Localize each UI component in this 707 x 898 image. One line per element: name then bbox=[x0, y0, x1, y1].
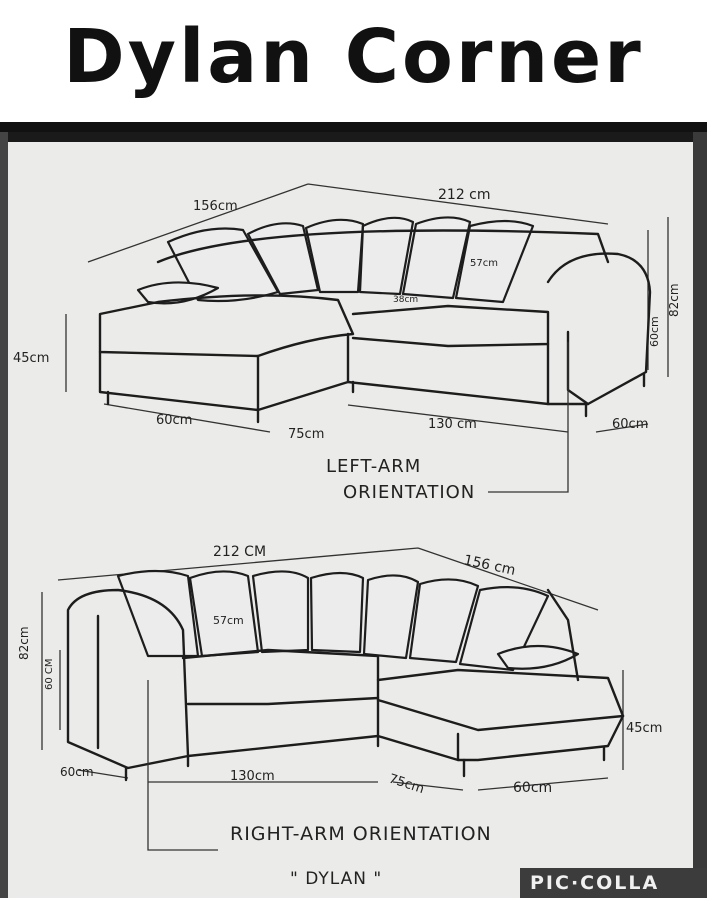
arm-depth-label: 60cm bbox=[60, 765, 94, 779]
right-arm-drawing: 212 CM 156 cm 57cm 82cm 60 CM 45cm 60cm … bbox=[17, 544, 662, 889]
chaise-front-label: 75cm bbox=[288, 427, 324, 442]
sofa-front-label: 130cm bbox=[230, 769, 275, 784]
back-cushion-label: 57cm bbox=[470, 258, 498, 269]
photo-edge-right bbox=[693, 132, 707, 898]
seat-height-label: 45cm bbox=[13, 351, 49, 366]
page-title: Dylan Corner bbox=[63, 14, 644, 100]
title-bar: Dylan Corner bbox=[0, 0, 707, 132]
arm-depth-label: 60cm bbox=[612, 417, 648, 432]
total-length-label: 212 CM bbox=[213, 544, 266, 560]
arm-height-label: 60cm bbox=[648, 316, 661, 347]
back-cushion-label: 57cm bbox=[213, 614, 244, 627]
left-arm-drawing: 156cm 212 cm 57cm 38cm 60cm 82cm 45cm 60… bbox=[13, 183, 681, 503]
chaise-length-label: 156 cm bbox=[462, 552, 517, 579]
left-arm-diagram: 156cm 212 cm 57cm 38cm 60cm 82cm 45cm 60… bbox=[8, 142, 693, 520]
right-arm-caption-line2: " DYLAN " bbox=[290, 869, 382, 889]
seat-depth-label: 38cm bbox=[393, 295, 418, 305]
arm-height-label: 60 CM bbox=[44, 658, 55, 690]
right-arm-caption-line1: RIGHT-ARM ORIENTATION bbox=[230, 823, 492, 845]
title-rule bbox=[0, 122, 707, 132]
total-height-label: 82cm bbox=[667, 283, 681, 317]
chaise-length-label: 156cm bbox=[193, 199, 238, 214]
total-length-label: 212 cm bbox=[438, 187, 491, 203]
total-height-label: 82cm bbox=[17, 626, 31, 660]
seat-height-label: 45cm bbox=[626, 721, 662, 736]
right-arm-diagram: 212 CM 156 cm 57cm 82cm 60 CM 45cm 60cm … bbox=[8, 520, 693, 898]
left-arm-caption-line1: LEFT-ARM bbox=[326, 456, 421, 477]
left-arm-caption-line2: ORIENTATION bbox=[343, 482, 475, 503]
chaise-width-label: 60cm bbox=[513, 780, 552, 796]
sofa-front-label: 130 cm bbox=[428, 417, 477, 432]
chaise-front-label: 75cm bbox=[387, 772, 426, 798]
photo-edge-left bbox=[0, 132, 8, 898]
watermark: PIC·COLLA bbox=[520, 868, 707, 898]
chaise-width-label: 60cm bbox=[156, 413, 192, 428]
